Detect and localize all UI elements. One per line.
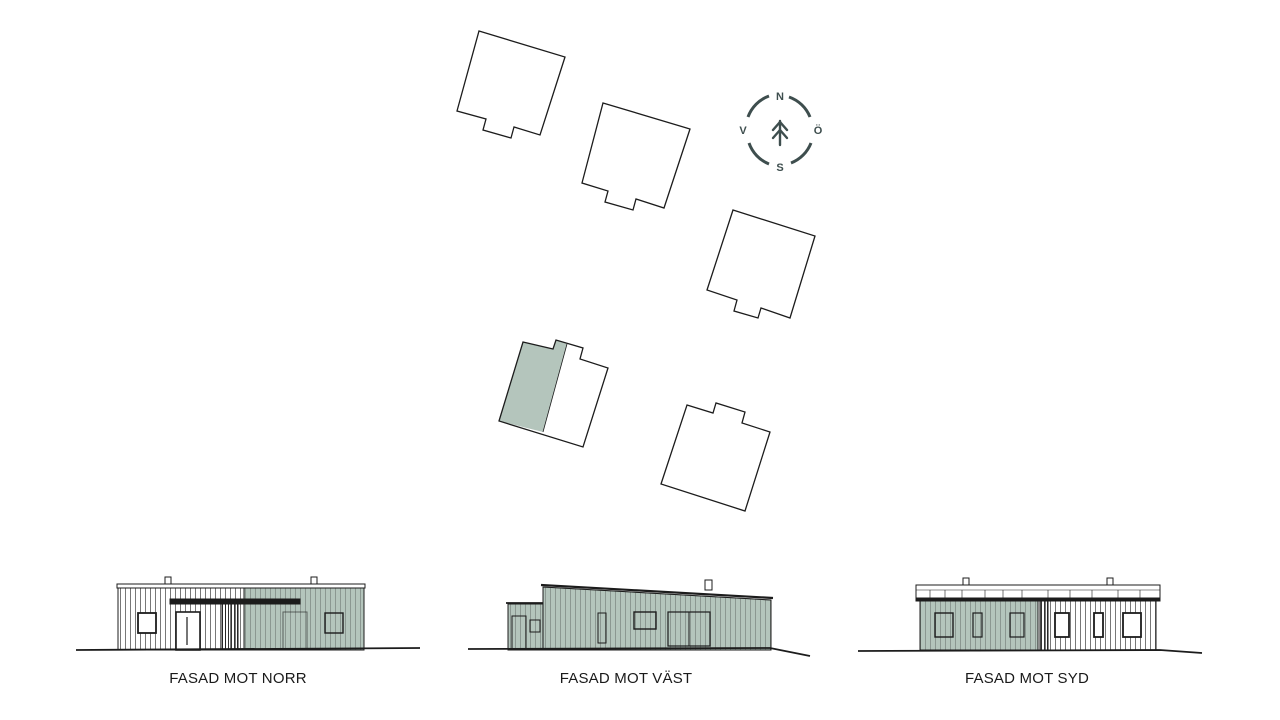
west-window-top [633,611,657,630]
tree-arrow-icon [771,119,789,147]
compass-south-label: S [776,162,783,174]
house-footprints [456,30,816,512]
north-window-left [137,612,157,634]
elevation-west [467,579,811,657]
west-window-annex [529,619,541,633]
elevation-north [75,576,421,651]
elevation-south-caption: FASAD MOT SYD [964,670,1089,687]
south-ground-line [857,649,1203,654]
house-3 [706,209,816,319]
south-window-2 [972,612,983,638]
north-chimney-2 [310,576,318,585]
compass-arc-ne [788,95,812,118]
south-wall-shaded-cladding [919,600,1039,651]
house-4-shaded-half [499,340,567,432]
north-ground-line [75,647,421,651]
north-window-right [324,612,344,634]
north-entrance-canopy [169,598,301,605]
compass-arc-se [790,142,813,165]
elevation-north-caption: FASAD MOT NORR [169,670,307,687]
compass-arc-sw [747,142,770,166]
west-chimney [704,579,713,591]
south-window-4 [1054,612,1070,638]
north-chimney-1 [164,576,172,585]
north-door-2 [282,611,308,651]
north-wall-shaded-cladding [243,587,365,651]
south-window-6 [1122,612,1142,638]
north-door [175,611,201,651]
house-2 [581,102,691,211]
west-ground-line [467,647,811,657]
compass-arc-nw [746,94,770,118]
house-4-divider [542,343,568,433]
house-4-outline [498,339,609,448]
house-5 [660,402,771,512]
north-entrance-slats [221,603,239,651]
south-window-3 [1009,612,1025,638]
compass-north-label: N [776,91,784,103]
house-4 [498,339,609,448]
west-roof-edge [540,583,774,600]
south-chimney-2 [1106,577,1114,586]
elevation-south [857,577,1203,654]
elevation-west-caption: FASAD MOT VÄST [559,670,693,687]
south-window-5 [1093,612,1104,638]
house-1 [456,30,566,139]
north-roof-edge [116,583,366,589]
south-window-1 [934,612,954,638]
south-chimney-1 [962,577,970,586]
compass-west-label: V [739,125,747,137]
south-slatted-screen [1039,600,1049,651]
compass-rose: N Ö S V [739,91,822,174]
west-window-tall [597,612,607,644]
compass-east-label: Ö [814,124,823,137]
west-door-annex [511,615,527,651]
